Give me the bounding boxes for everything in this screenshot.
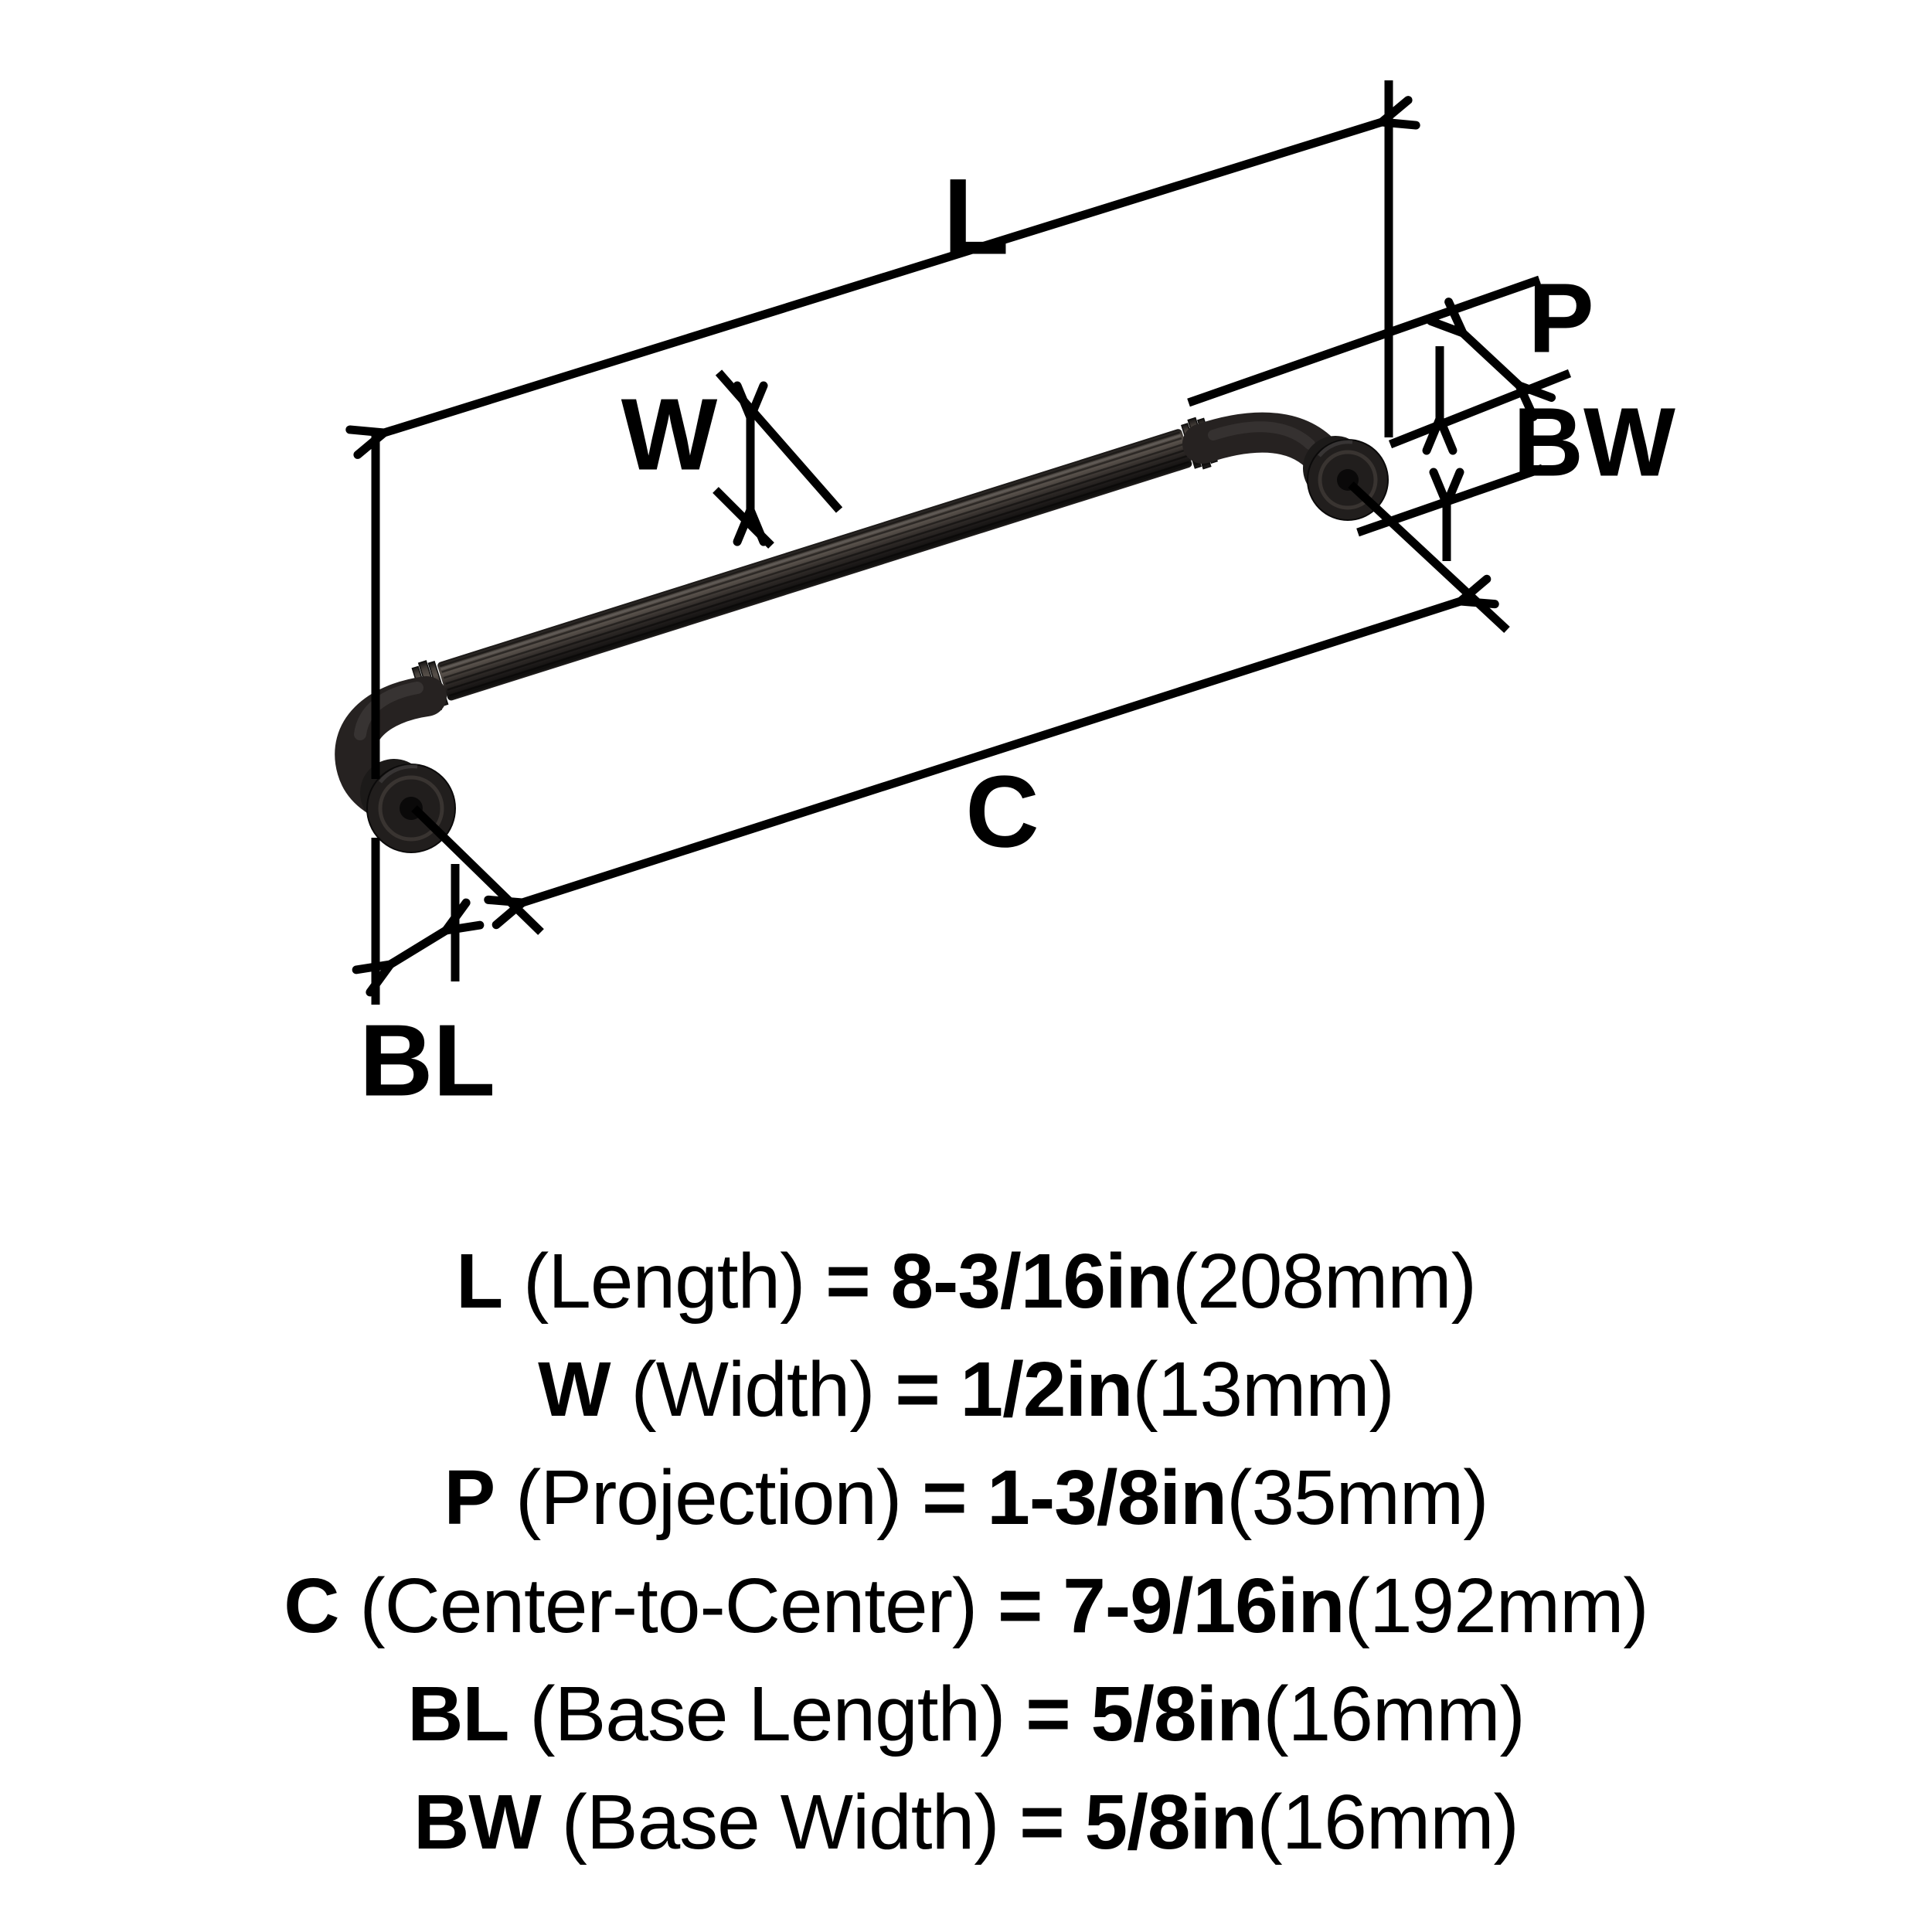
spec-equals: =: [922, 1454, 967, 1541]
spec-line-base-length: BL (Base Length) = 5/8in(16mm): [0, 1660, 1932, 1768]
spec-value: 8-3/16in: [890, 1238, 1172, 1325]
spec-line-base-width: BW (Base Width) = 5/8in(16mm): [0, 1768, 1932, 1876]
w-tick-upper: [715, 369, 843, 513]
spec-equals: =: [998, 1563, 1043, 1649]
label-L: L: [943, 156, 1009, 277]
spec-name: (Projection): [515, 1454, 902, 1541]
spec-name: (Base Length): [529, 1671, 1005, 1757]
spec-metric: (16mm): [1263, 1671, 1525, 1757]
spec-equals: =: [1019, 1779, 1064, 1866]
spec-metric: (35mm): [1226, 1454, 1488, 1541]
handle-grip: [411, 417, 1218, 713]
label-BW: BW: [1513, 388, 1675, 497]
spec-value: 5/8in: [1084, 1779, 1258, 1866]
spec-label: BL: [407, 1671, 509, 1757]
spec-list: L (Length) = 8-3/16in(208mm) W (Width) =…: [0, 1227, 1932, 1876]
spec-label: C: [284, 1563, 339, 1649]
spec-name: (Length): [522, 1238, 805, 1325]
spec-equals: =: [825, 1238, 870, 1325]
grip-highlight-line: [440, 434, 1182, 671]
w-tick-lower: [713, 487, 774, 549]
grip-body: [437, 429, 1192, 701]
c-dimension-line: [484, 574, 1499, 930]
label-C: C: [965, 755, 1039, 869]
spec-metric: (192mm): [1344, 1563, 1649, 1649]
spec-name: (Base Width): [561, 1779, 1000, 1866]
spec-value: 5/8in: [1090, 1671, 1264, 1757]
spec-line-projection: P (Projection) = 1-3/8in(35mm): [0, 1444, 1932, 1552]
spec-metric: (16mm): [1257, 1779, 1519, 1866]
spec-label: BW: [413, 1779, 542, 1866]
spec-metric: (13mm): [1132, 1346, 1394, 1433]
spec-equals: =: [1026, 1671, 1070, 1757]
spec-label: L: [456, 1238, 503, 1325]
spec-equals: =: [895, 1346, 940, 1433]
dimension-letter-labels: L W P BW C BL: [359, 156, 1675, 1117]
spec-name: (Center-to-Center): [359, 1563, 978, 1649]
spec-name: (Width): [631, 1346, 875, 1433]
dimension-lines: [345, 80, 1572, 1005]
l-dimension-line: [345, 96, 1420, 459]
spec-metric: (208mm): [1172, 1238, 1477, 1325]
p-dimension-arrow: [1426, 298, 1556, 421]
spec-line-width: W (Width) = 1/2in(13mm): [0, 1335, 1932, 1444]
spec-value: 1/2in: [960, 1346, 1134, 1433]
bl-dimension-arrow: [352, 898, 485, 997]
spec-line-center-to-center: C (Center-to-Center) = 7-9/16in(192mm): [0, 1552, 1932, 1660]
p-boundary-line-upper: [1187, 275, 1541, 407]
label-BL: BL: [359, 1004, 495, 1117]
spec-label: W: [538, 1346, 611, 1433]
spec-value: 1-3/8in: [987, 1454, 1227, 1541]
label-P: P: [1528, 264, 1594, 374]
label-W: W: [621, 378, 718, 492]
spec-value: 7-9/16in: [1063, 1563, 1345, 1649]
spec-label: P: [444, 1454, 495, 1541]
c-extension-line-left: [411, 805, 544, 935]
spec-line-length: L (Length) = 8-3/16in(208mm): [0, 1227, 1932, 1335]
